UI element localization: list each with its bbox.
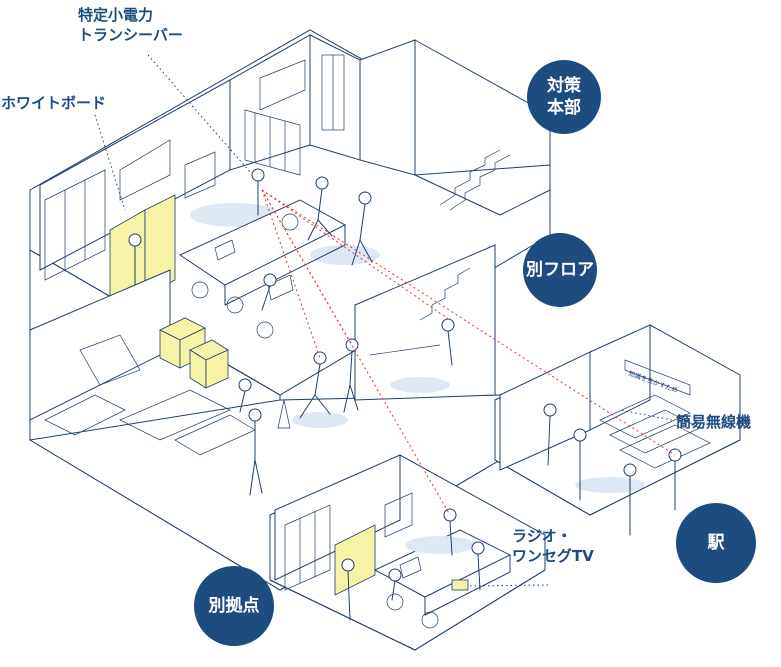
location-other-floor: 別フロア xyxy=(523,233,597,307)
link-hq-to-station xyxy=(261,189,676,456)
location-hq: 対策 本部 xyxy=(527,60,601,134)
station: 知識を生かすため xyxy=(494,324,741,516)
lower-floor xyxy=(28,244,501,591)
callout-radio-tv: ラジオ・ ワンセグTV xyxy=(512,527,594,565)
link-hq-to-other-floor xyxy=(261,189,451,321)
person-walking-lower xyxy=(343,338,359,413)
people-station xyxy=(543,403,682,536)
location-other-base: 別拠点 xyxy=(194,566,274,646)
person-seated-lower xyxy=(238,378,252,413)
person-with-megaphone xyxy=(248,408,263,496)
callout-whiteboard: ホワイトボード xyxy=(1,94,107,112)
person-at-door xyxy=(351,191,373,266)
person-running-lower xyxy=(299,351,331,419)
person-with-transceiver xyxy=(251,168,265,216)
other-base xyxy=(269,454,546,651)
callout-leaders xyxy=(94,54,673,587)
people-other-base xyxy=(341,508,485,621)
people-lower-floor xyxy=(238,318,455,496)
callout-transceiver: 特定小電力 トランシーバー xyxy=(78,6,183,44)
person-at-laptop xyxy=(261,273,277,311)
radio-links xyxy=(261,189,676,516)
location-station: 駅 xyxy=(676,503,756,583)
callout-simple-radio: 簡易無線機 xyxy=(676,413,752,431)
person-with-stretcher xyxy=(369,318,455,366)
